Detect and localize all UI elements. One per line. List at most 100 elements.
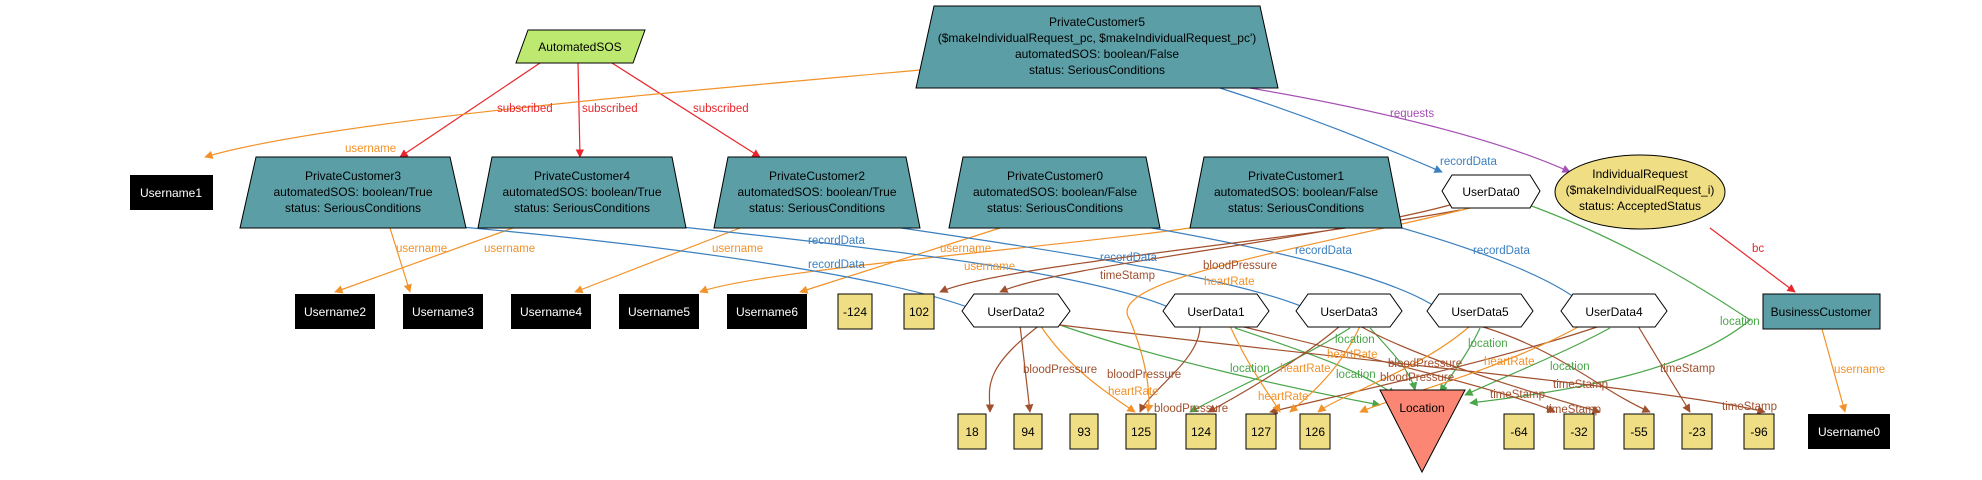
node-private-customer2[interactable]: PrivateCustomer2 automatedSOS: boolean/T… (713, 156, 921, 229)
node-value--32[interactable]: -32 (1563, 413, 1595, 450)
edge-username-bc-u0 (1821, 328, 1848, 413)
node-userdata1[interactable]: UserData1 (1162, 293, 1270, 328)
node-userdata2[interactable]: UserData2 (961, 293, 1071, 328)
node-value-94[interactable]: 94 (1013, 413, 1043, 450)
edge-requests (1249, 87, 1571, 173)
node-value-18[interactable]: 18 (957, 413, 987, 450)
node-value-102[interactable]: 102 (903, 293, 935, 330)
node-userdata5[interactable]: UserData5 (1426, 293, 1534, 328)
node-value--124[interactable]: -124 (837, 293, 873, 330)
node-username1[interactable]: Username1 (130, 175, 213, 210)
node-private-customer0[interactable]: PrivateCustomer0 automatedSOS: boolean/F… (948, 156, 1161, 229)
label-location-3: location (1335, 334, 1375, 346)
username5-label: Username5 (628, 305, 690, 319)
node-username0[interactable]: Username0 (1808, 414, 1890, 449)
node-individual-request[interactable]: IndividualRequest ($makeIndividualReques… (1554, 154, 1726, 230)
label-timestamp-5: timeStamp (1660, 363, 1715, 375)
edge-location-ud2 (1059, 324, 1381, 408)
username2-label: Username2 (304, 305, 366, 319)
node-value--64[interactable]: -64 (1503, 413, 1535, 450)
label-location-4: location (1336, 369, 1376, 381)
value-93-label: 93 (1077, 425, 1091, 439)
node-value-125[interactable]: 125 (1125, 413, 1157, 450)
node-business-customer[interactable]: BusinessCustomer (1762, 293, 1881, 330)
edge-location-ud5 (1439, 327, 1481, 393)
node-automated-sos-label: AutomatedSOS (538, 40, 621, 54)
username6-label: Username6 (736, 305, 798, 319)
pc0-line-2: status: SeriousConditions (987, 201, 1123, 215)
pc0-line-1: automatedSOS: boolean/False (973, 185, 1137, 199)
edge-timestamp-ud3 (1359, 325, 1601, 414)
label-location-1: location (1720, 316, 1760, 328)
node-automated-sos[interactable]: AutomatedSOS (515, 29, 646, 64)
node-username3[interactable]: Username3 (403, 294, 483, 329)
label-hr-1: heartRate (1204, 276, 1255, 288)
label-username-7: username (1834, 364, 1885, 376)
node-private-customer3[interactable]: PrivateCustomer3 automatedSOS: boolean/T… (239, 156, 467, 229)
edge-hr-ud5 (1317, 325, 1471, 413)
username4-label: Username4 (520, 305, 582, 319)
node-username5[interactable]: Username5 (619, 294, 699, 329)
edge-location-ud1 (1234, 327, 1396, 396)
node-value-126[interactable]: 126 (1299, 413, 1331, 450)
node-value--55[interactable]: -55 (1623, 413, 1655, 450)
edge-hr-ud4 (1359, 325, 1581, 413)
value-127-label: 127 (1251, 425, 1271, 439)
edge-location-ud4 (1464, 327, 1611, 396)
edge-location-ud3-b (1189, 327, 1351, 413)
edge-recorddata-pc5 (1219, 87, 1443, 173)
node-location[interactable]: Location (1379, 389, 1466, 474)
pc5-line-1: ($makeIndividualRequest_pc, $makeIndivid… (938, 31, 1256, 45)
edge-bc (1709, 227, 1796, 293)
node-userdata4[interactable]: UserData4 (1560, 293, 1668, 328)
edge-hr-ud1 (1229, 325, 1281, 413)
userdata1-label: UserData1 (1187, 305, 1245, 319)
node-private-customer1[interactable]: PrivateCustomer1 automatedSOS: boolean/F… (1189, 156, 1403, 229)
node-value-127[interactable]: 127 (1245, 413, 1277, 450)
pc5-line-3: status: SeriousConditions (1029, 63, 1165, 77)
userdata2-label: UserData2 (987, 305, 1045, 319)
value-94-label: 94 (1021, 425, 1035, 439)
userdata0-label: UserData0 (1462, 185, 1520, 199)
node-userdata3[interactable]: UserData3 (1295, 293, 1403, 328)
label-bp-2: bloodPressure (1023, 364, 1097, 376)
label-bp-3: bloodPressure (1107, 369, 1181, 381)
node-value-93[interactable]: 93 (1069, 413, 1099, 450)
node-userdata0[interactable]: UserData0 (1441, 174, 1541, 209)
label-recorddata-2: recordData (808, 235, 865, 247)
edge-timestamp-ud2 (1059, 324, 1766, 415)
edge-bp-ud2-18 (985, 324, 1041, 413)
value--32-label: -32 (1570, 425, 1588, 439)
label-location-6: location (1550, 361, 1590, 373)
node-username4[interactable]: Username4 (511, 294, 591, 329)
pc4-line-2: status: SeriousConditions (514, 201, 650, 215)
label-hr-2: heartRate (1108, 386, 1159, 398)
edge-recorddata-pc0 (1139, 225, 1441, 311)
pc2-line-0: PrivateCustomer2 (769, 169, 865, 183)
node-private-customer4[interactable]: PrivateCustomer4 automatedSOS: boolean/T… (477, 156, 687, 229)
edge-username-pc3-u2 (389, 227, 412, 293)
label-timestamp-4: timeStamp (1546, 404, 1601, 416)
node-value-124[interactable]: 124 (1185, 413, 1217, 450)
edge-bp-ud1-125 (1139, 325, 1201, 413)
value-125-label: 125 (1131, 425, 1151, 439)
label-location-5: location (1468, 338, 1508, 350)
node-private-customer5[interactable]: PrivateCustomer5 ($makeIndividualRequest… (915, 5, 1279, 89)
label-recorddata-3: recordData (808, 259, 865, 271)
pc5-line-2: automatedSOS: boolean/False (1015, 47, 1179, 61)
label-hr-3: heartRate (1280, 363, 1331, 375)
node-username2[interactable]: Username2 (295, 294, 375, 329)
node-username6[interactable]: Username6 (727, 294, 807, 329)
edge-bp-ud2-94 (1019, 324, 1034, 413)
node-value--96[interactable]: -96 (1743, 413, 1775, 450)
value-18-label: 18 (965, 425, 979, 439)
pc3-line-0: PrivateCustomer3 (305, 169, 401, 183)
edge-labels: subscribed subscribed subscribed usernam… (345, 103, 1885, 416)
label-bp-6: bloodPressure (1380, 372, 1454, 384)
value--124-label: -124 (843, 305, 867, 319)
node-value--23[interactable]: -23 (1681, 413, 1713, 450)
label-recorddata-6: recordData (1473, 245, 1530, 257)
edge-username-pc5-u1 (204, 69, 921, 159)
value--23-label: -23 (1688, 425, 1706, 439)
userdata5-label: UserData5 (1451, 305, 1509, 319)
